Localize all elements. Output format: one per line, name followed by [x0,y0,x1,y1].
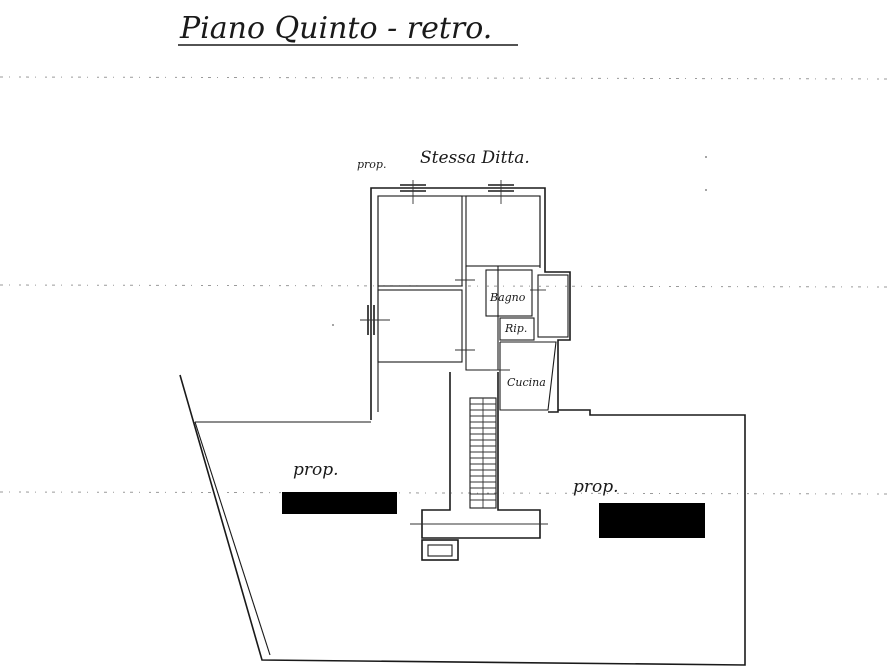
storage-label: Rip. [504,322,527,335]
east-owner-label: prop. [573,477,619,497]
east-owner-redaction [599,503,705,538]
bedroom-1 [377,195,463,287]
stair-core-wall [421,372,541,539]
service-box-inner [427,544,453,557]
scan-line [0,76,893,80]
scan-line [0,491,893,495]
plan-title: Piano Quinto - retro. [179,11,492,46]
kitchen-wall [499,341,557,411]
kitchen-label: Cucina [507,376,546,389]
bedroom-3 [465,195,541,267]
lower-property-inner-line [194,421,271,656]
apartment-outer-wall [370,187,571,420]
window-icon [400,180,426,204]
storage-room [499,317,535,341]
staircase [469,397,497,509]
west-owner-label: prop. [293,460,339,480]
west-owner-redaction [282,492,397,514]
scan-speck [332,324,334,326]
corridor-wall [465,266,499,371]
scan-speck [705,189,707,191]
bedroom-2 [377,289,463,363]
window-icon [360,305,390,335]
window-icon [488,180,514,204]
north-owner-prefix: prop. [357,158,386,171]
bathroom-room [485,269,533,317]
north-owner-label: Stessa Ditta. [420,148,530,168]
bathroom-label: Bagno [489,291,526,304]
service-box [421,539,459,561]
bathroom-fixture [537,274,569,338]
scan-speck [705,156,707,158]
lower-property-outline [179,374,746,666]
